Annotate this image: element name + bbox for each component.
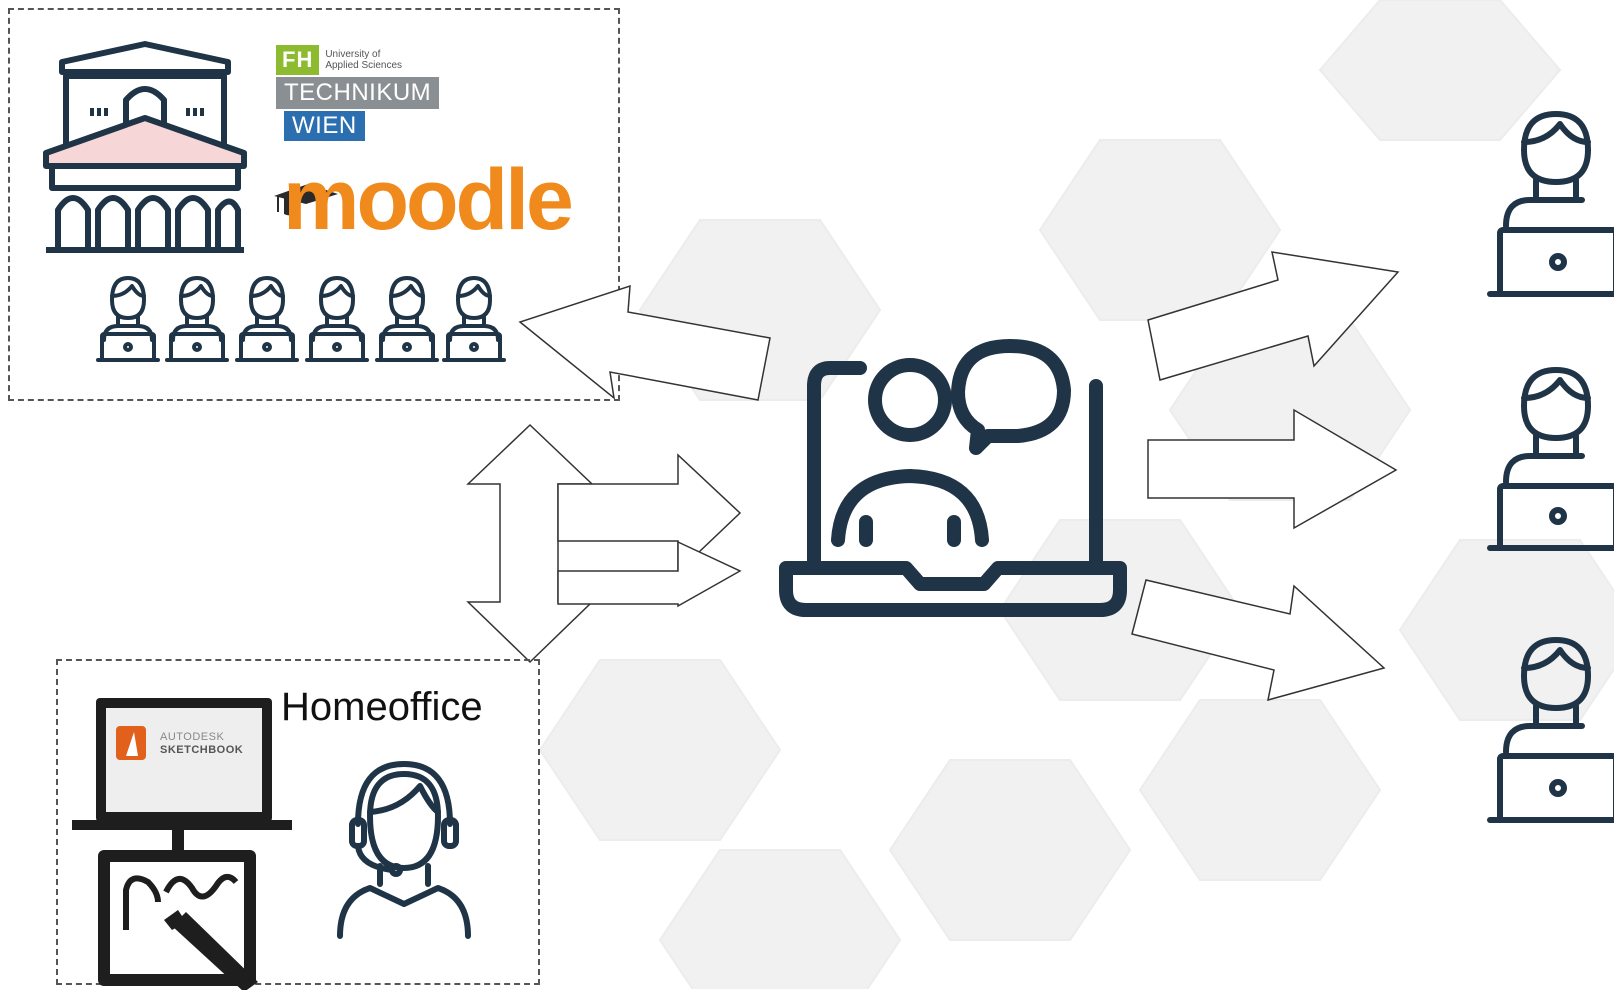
- arrow-to-university: [518, 284, 771, 401]
- student-laptop-icon-right-top: [1487, 111, 1614, 297]
- arrow-to-student-bottom: [1131, 579, 1386, 702]
- fh-subtitle-1: University of: [325, 49, 381, 60]
- student-laptop-icon-right-bottom: [1487, 637, 1614, 823]
- university-group: [8, 8, 620, 401]
- homeoffice-label: Homeoffice: [281, 685, 483, 729]
- fh-logo-mid: TECHNIKUM: [276, 77, 440, 109]
- arrow-to-student-top: [1147, 251, 1400, 381]
- fh-subtitle-2: Applied Sciences: [325, 60, 403, 71]
- graduation-cap-icon: [274, 184, 338, 216]
- arrow-upper-to-center: [557, 453, 742, 574]
- app-vendor-label: AUTODESK: [160, 731, 225, 743]
- video-conference-laptop-icon: [779, 339, 1127, 617]
- moodle-logo-text: moodle: [283, 152, 574, 248]
- student-laptop-icon-right-mid: [1487, 367, 1614, 551]
- arrow-to-student-mid: [1147, 408, 1398, 530]
- fh-logo-top: FH University of Applied Sciences: [276, 45, 402, 75]
- app-name-label: SKETCHBOOK: [160, 744, 244, 756]
- arrow-lower-to-center: [557, 540, 742, 608]
- fh-logo-bottom: WIEN: [284, 111, 365, 141]
- headset-user-icon: [337, 761, 471, 939]
- university-building-icon: [43, 41, 247, 253]
- homeoffice-group: [56, 659, 540, 985]
- fh-badge: FH: [276, 45, 320, 75]
- fh-name-wien: WIEN: [284, 111, 365, 141]
- fh-subtitle: University of Applied Sciences: [325, 49, 402, 71]
- drawing-tablet-icon: [72, 698, 292, 990]
- fh-name-technikum: TECHNIKUM: [276, 77, 440, 109]
- arrow-vertical-double: [466, 423, 594, 664]
